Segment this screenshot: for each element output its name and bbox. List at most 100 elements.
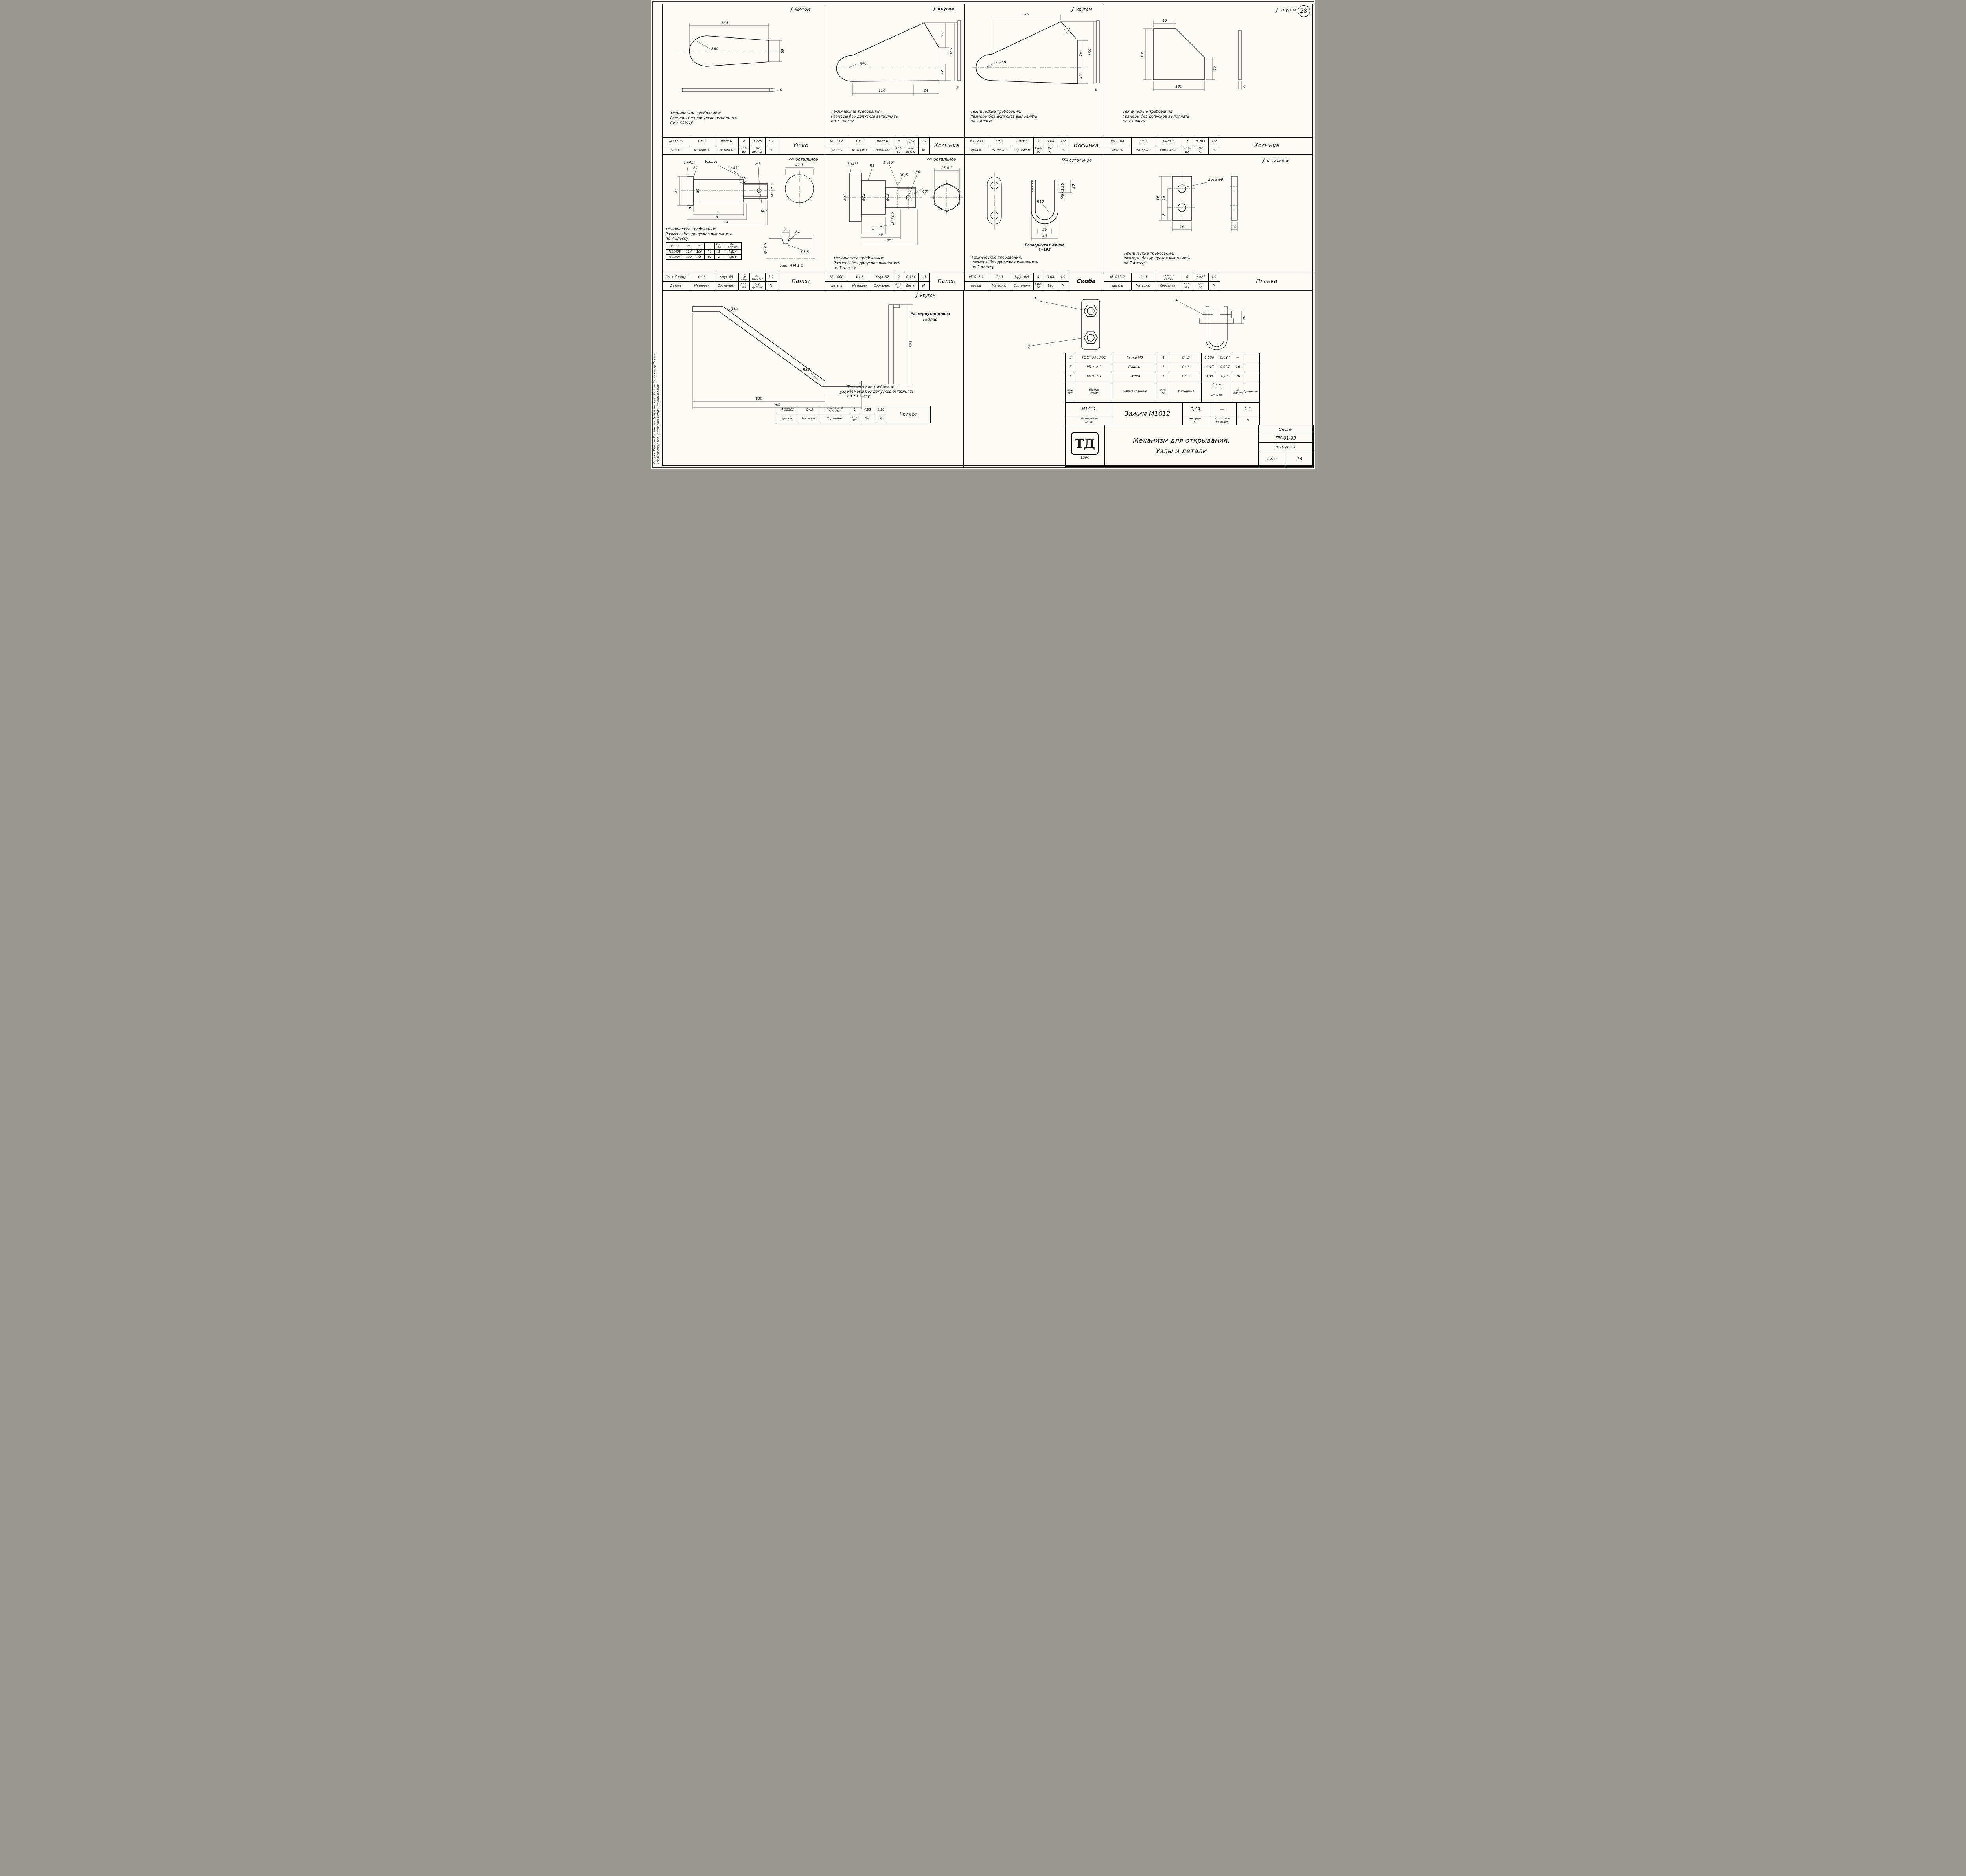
- finish-class-symbol: ∇∇4: [788, 158, 795, 162]
- roughness-label: кругом: [937, 7, 955, 11]
- technical-requirements: Технические требования: Размеры без допу…: [1123, 110, 1190, 123]
- dim-thickness: 6: [956, 86, 959, 90]
- detail-code: М11104: [1104, 138, 1131, 146]
- logo-cell: ТД 1960: [1066, 425, 1105, 466]
- material: Ст.3: [989, 138, 1011, 146]
- qty: см. таб- лицу: [738, 273, 749, 282]
- dim-h3: 42: [941, 70, 944, 75]
- weight: 0,283: [1193, 138, 1208, 146]
- dim-end-view: 41-1: [795, 163, 803, 167]
- detail-title: Узел А М 1:1: [780, 264, 803, 268]
- u-bolt-outline: [1031, 180, 1058, 224]
- sortament: Круг 48: [714, 273, 738, 282]
- dim-radius: R40: [711, 47, 718, 51]
- thread-label: М16×2: [891, 212, 895, 225]
- drawing-frame: кругом 160 R40 60 6 Технические требован…: [661, 4, 1314, 467]
- weight: 0,425: [749, 138, 765, 146]
- sheet-value: 26: [1297, 456, 1302, 462]
- dim-r1: R1: [795, 230, 800, 234]
- dim-r15: R1,5: [801, 250, 809, 254]
- technical-requirements: Технические требования: Размеры без допу…: [831, 110, 898, 123]
- dim-thickness: 6: [780, 88, 782, 92]
- material: Ст.3: [849, 273, 871, 282]
- node-title: Зажим М1012: [1112, 402, 1183, 425]
- bom-row: 2 М1012-2 Планка 1 Ст.3 0,027 0,027 26: [1065, 362, 1259, 372]
- dim-width: 126: [1022, 13, 1029, 17]
- drawing-kosynka-1: 110 24 62 42 146 R40 6: [832, 20, 961, 96]
- scale: 1:10: [875, 406, 887, 414]
- side-view: [957, 20, 961, 81]
- dim-h3: 43: [1079, 74, 1083, 79]
- assembly-drawing: 3 2 1 20: [1027, 295, 1246, 350]
- pin-size-table: Деталь а в с Кол- во Вес дет. кг М11005 …: [665, 242, 742, 260]
- dim-16: 16: [1180, 225, 1184, 229]
- drawing-palets-2: 1×45° R1 1×45° ф32 ф22 ф13 R0,5 ф4 60° М…: [843, 161, 963, 245]
- detail-callout: Узел А: [705, 160, 717, 164]
- td-logo: ТД: [1071, 432, 1099, 455]
- weight: 4,52: [860, 406, 875, 414]
- sheet-number: 28: [1297, 5, 1310, 17]
- dim-d22: ф22: [862, 193, 866, 201]
- material: Ст.3: [849, 138, 871, 146]
- groove-profile: [768, 235, 812, 259]
- scale: 1:2: [765, 138, 777, 146]
- roughness-icon: [932, 6, 936, 12]
- qty: 2: [1033, 138, 1044, 146]
- drawing-kosynka-3: 45 100 100 45 6: [1141, 19, 1246, 91]
- dimension-lines: [1031, 180, 1072, 241]
- material: Ст.3: [690, 138, 714, 146]
- weight: 0,57: [904, 138, 918, 146]
- dim-r30: R30: [731, 307, 738, 311]
- detail-code: М1012-2: [1104, 273, 1131, 282]
- signature-column: Ст. инж. Поляков Гл. инж. пр. Арих Начал…: [653, 353, 656, 464]
- surface-finish-note: остальное: [1261, 158, 1290, 164]
- node-qty: —: [1208, 402, 1236, 416]
- dim-20: 20: [1243, 316, 1246, 320]
- detail-code: М11203: [964, 138, 989, 146]
- dim-angle: 60°: [922, 190, 929, 194]
- sheet-label: лист: [1259, 451, 1286, 466]
- dim-angle: 60°: [761, 210, 767, 213]
- finish-class-symbol: ∇∇4: [926, 158, 933, 162]
- dim-d225: ф22,5: [764, 243, 768, 254]
- part-outline: [692, 306, 862, 387]
- dim-top: 45: [1162, 19, 1167, 23]
- panel-assembly: 3 2 1 20 3 ГОСТ 5903-51 Гайка М8 4 Ст.3 …: [963, 291, 1314, 467]
- surface-finish-note: ∇∇4 остальное: [926, 157, 956, 162]
- dimension-lines: [782, 230, 803, 250]
- part-name: Планка: [1256, 278, 1278, 285]
- sortament: Круг ф8: [1011, 273, 1033, 282]
- callout-2: 2: [1027, 344, 1030, 349]
- dim-20: 20: [871, 228, 876, 232]
- side-view: [1230, 176, 1238, 221]
- detail-code: М11106: [662, 138, 690, 146]
- side-view: [888, 304, 900, 384]
- dim-20: 20: [1072, 184, 1076, 189]
- part-name: Косынка: [1073, 143, 1099, 149]
- plate-front-view: [1081, 299, 1100, 350]
- outer-border: [652, 1, 1314, 468]
- dim-r05: R0,5: [900, 173, 908, 177]
- drawing-ushko: 160 R40 60 6: [679, 21, 785, 92]
- part-name: Палец: [937, 278, 956, 285]
- surface-finish-note: кругом: [1274, 7, 1296, 13]
- dimension-lines: [1158, 176, 1237, 231]
- dim-bottom: 100: [1175, 85, 1182, 89]
- technical-requirements: Технические требования: Размеры без допу…: [670, 111, 737, 125]
- part-outline: [836, 22, 939, 82]
- dim-45: 45: [1042, 234, 1047, 238]
- dim-radius: R10: [1037, 200, 1044, 204]
- drawing-skoba: R10 М8×1,25 20 25 45 Развернутая длина ℓ…: [987, 172, 1076, 252]
- dim-hole: ф5: [755, 162, 761, 166]
- dim-r30: R30: [803, 368, 810, 372]
- chamfer-label: 1×45°: [883, 161, 895, 165]
- technical-requirements: Технические требования: Размеры без допу…: [665, 227, 733, 241]
- material: Ст.3: [799, 406, 821, 414]
- roughness-label: остальное: [1267, 158, 1290, 163]
- side-view: [681, 88, 770, 92]
- surface-finish-note: ∇∇4 остальное: [1062, 158, 1092, 163]
- dim-d13: ф13: [886, 193, 890, 201]
